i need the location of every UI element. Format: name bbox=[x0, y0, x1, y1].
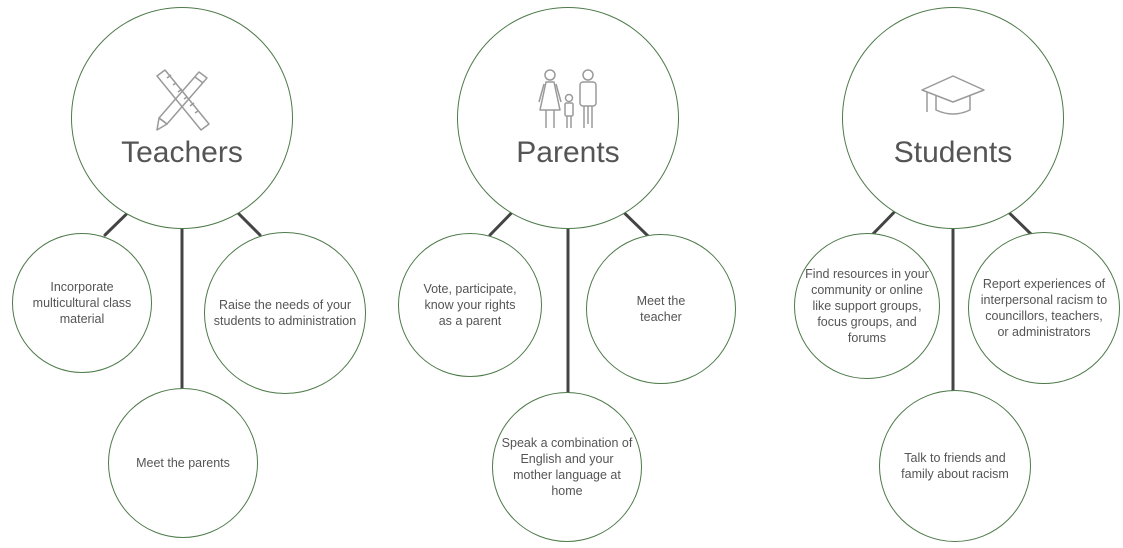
parents-action-2: Speak a combination of English and your … bbox=[492, 392, 642, 542]
action-text: Speak a combination of English and your … bbox=[501, 436, 633, 498]
students-node: Students bbox=[842, 7, 1064, 229]
teachers-action-1: Incorporate multicultural class material bbox=[12, 233, 152, 373]
students-action-1: Find resources in your community or onli… bbox=[794, 233, 940, 379]
action-text: Vote, participate, know your rights as a… bbox=[423, 282, 517, 328]
parents-action-1: Vote, participate, know your rights as a… bbox=[398, 233, 542, 377]
action-text: Incorporate multicultural class material bbox=[32, 280, 132, 326]
parents-node: Parents bbox=[457, 7, 679, 229]
students-title: Students bbox=[893, 136, 1013, 169]
graduation-cap-icon bbox=[921, 75, 985, 115]
parents-title: Parents bbox=[516, 136, 620, 169]
parents-action-3: Meet the teacher bbox=[586, 234, 736, 384]
action-text: Meet the teacher bbox=[636, 294, 686, 324]
family-icon bbox=[538, 69, 597, 128]
action-text: Raise the needs of your students to admi… bbox=[213, 298, 357, 328]
teachers-action-2: Meet the parents bbox=[108, 388, 258, 538]
ruler-pencil-icon bbox=[156, 69, 210, 131]
teachers-node: Teachers bbox=[71, 7, 293, 229]
action-text: Report experiences of interpersonal raci… bbox=[980, 277, 1108, 339]
action-text: Find resources in your community or onli… bbox=[805, 267, 929, 345]
teachers-action-3: Raise the needs of your students to admi… bbox=[204, 232, 366, 394]
students-action-3: Report experiences of interpersonal raci… bbox=[968, 232, 1120, 384]
students-action-2: Talk to friends and family about racism bbox=[879, 390, 1031, 542]
action-text: Meet the parents bbox=[136, 456, 230, 470]
teachers-title: Teachers bbox=[121, 136, 243, 169]
action-text: Talk to friends and family about racism bbox=[901, 451, 1009, 481]
